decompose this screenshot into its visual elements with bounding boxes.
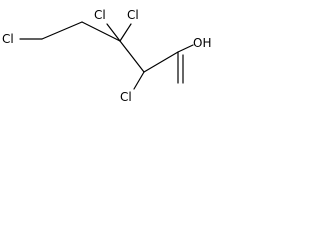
bond-c3-cl-left — [106, 23, 121, 42]
bond-c3-cl-right — [119, 23, 132, 42]
structure-canvas: Cl Cl Cl Cl OH — [0, 0, 216, 121]
atom-label-cl-c3-right: Cl — [127, 8, 139, 22]
bond-c1-oh — [177, 44, 194, 53]
bond-c3-c2 — [119, 40, 145, 73]
chemical-structure: Cl Cl Cl Cl OH — [2, 8, 211, 104]
bond-c5-c4 — [41, 21, 83, 40]
atom-label-cl-terminal: Cl — [2, 32, 14, 46]
atom-label-oh: OH — [193, 36, 211, 50]
bond-c2-cl — [133, 71, 145, 90]
bond-c4-c3 — [81, 21, 121, 42]
atom-label-cl-c2: Cl — [120, 90, 132, 104]
bond-c2-c1 — [143, 51, 179, 73]
atom-label-cl-c3-left: Cl — [94, 8, 106, 22]
